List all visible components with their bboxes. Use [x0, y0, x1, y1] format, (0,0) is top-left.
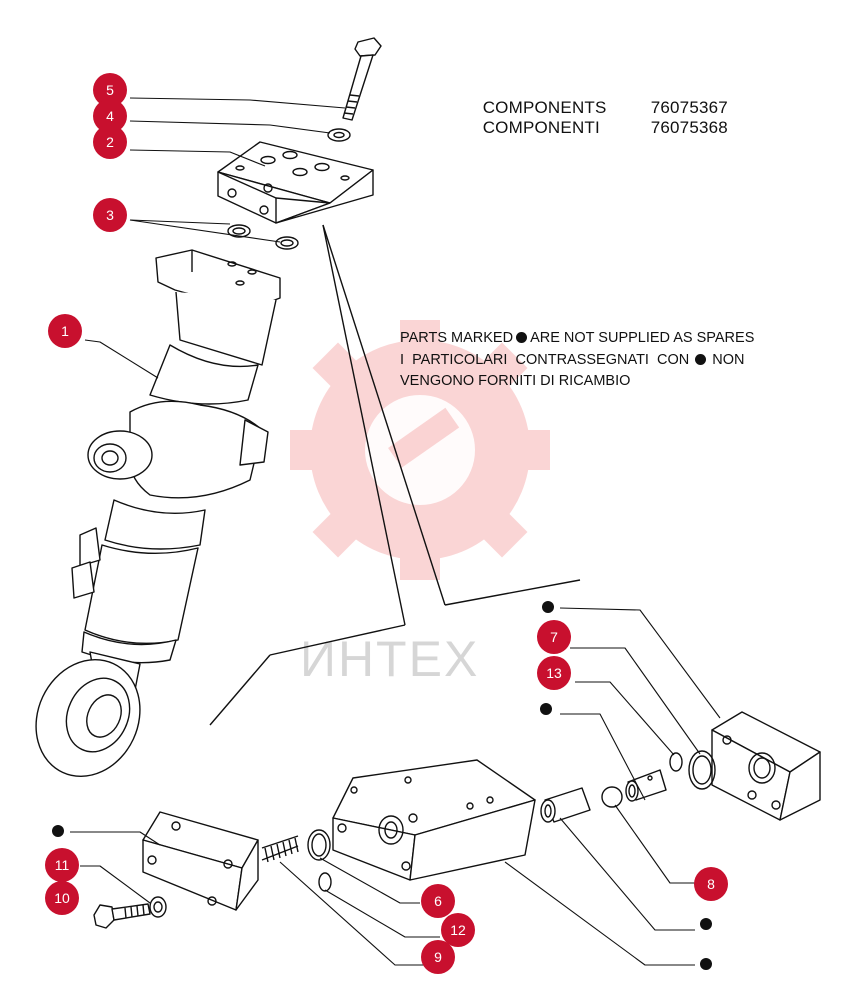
callout-9: 9	[421, 940, 455, 974]
componenti-label: COMPONENTI	[482, 118, 600, 137]
callout-2: 2	[93, 125, 127, 159]
hydraulic-cylinder	[35, 249, 281, 778]
components-label: COMPONENTS	[482, 98, 607, 117]
spool	[540, 787, 591, 823]
spares-note-english: PARTS MARKED ARE NOT SUPPLIED AS SPARES	[400, 330, 754, 346]
components-header-line2: COMPONENTI 76075368	[463, 98, 728, 158]
non-spare-marker	[52, 825, 64, 837]
callout-11: 11	[45, 848, 79, 882]
washer-top	[327, 128, 351, 142]
watermark-text: ИНТЕХ	[300, 631, 480, 687]
callout-13: 13	[537, 656, 571, 690]
o-ring-6	[307, 829, 331, 861]
non-spare-marker	[540, 703, 552, 715]
spares-note-italian: I PARTICOLARI CONTRASSEGNATI CON NON	[400, 352, 744, 368]
callout-7: 7	[537, 620, 571, 654]
o-ring-13	[669, 752, 683, 772]
note-en-prefix: PARTS MARKED	[400, 330, 514, 346]
componenti-code: 76075368	[650, 118, 728, 137]
bullet-symbol	[695, 354, 707, 365]
note-it-suffix: NON	[712, 352, 745, 368]
spring	[261, 835, 299, 863]
o-ring-7	[688, 750, 716, 790]
components-code: 76075367	[650, 98, 728, 117]
callout-1: 1	[48, 314, 82, 348]
callout-3: 3	[93, 198, 127, 232]
non-spare-marker	[542, 601, 554, 613]
valve-seat	[625, 769, 667, 802]
cover-plate-left	[142, 811, 259, 911]
spares-note-italian-line2: VENGONO FORNITI DI RICAMBIO	[400, 373, 631, 389]
note-en-suffix: ARE NOT SUPPLIED AS SPARES	[530, 330, 755, 346]
bolt-top	[342, 37, 382, 121]
note-it-prefix: I PARTICOLARI CONTRASSEGNATI CON	[400, 352, 690, 368]
seal-ring-right	[275, 236, 299, 250]
callout-6: 6	[421, 884, 455, 918]
callout-12: 12	[441, 913, 475, 947]
non-spare-marker	[700, 958, 712, 970]
non-spare-marker	[700, 918, 712, 930]
callout-10: 10	[45, 881, 79, 915]
components-header-line1: COMPONENTS 76075367	[463, 78, 728, 138]
cover-plate-right	[711, 711, 821, 821]
washer-bottom	[149, 896, 167, 918]
ball	[601, 786, 623, 808]
callout-4: 4	[93, 99, 127, 133]
valve-block-top	[217, 141, 374, 224]
main-valve-body	[332, 759, 536, 881]
o-ring-12	[318, 872, 332, 892]
leader-lines	[70, 97, 721, 966]
callout-8: 8	[694, 867, 728, 901]
seal-ring-left	[227, 224, 251, 238]
bolt-bottom	[93, 903, 151, 929]
callout-5: 5	[93, 73, 127, 107]
bullet-symbol	[516, 332, 528, 343]
